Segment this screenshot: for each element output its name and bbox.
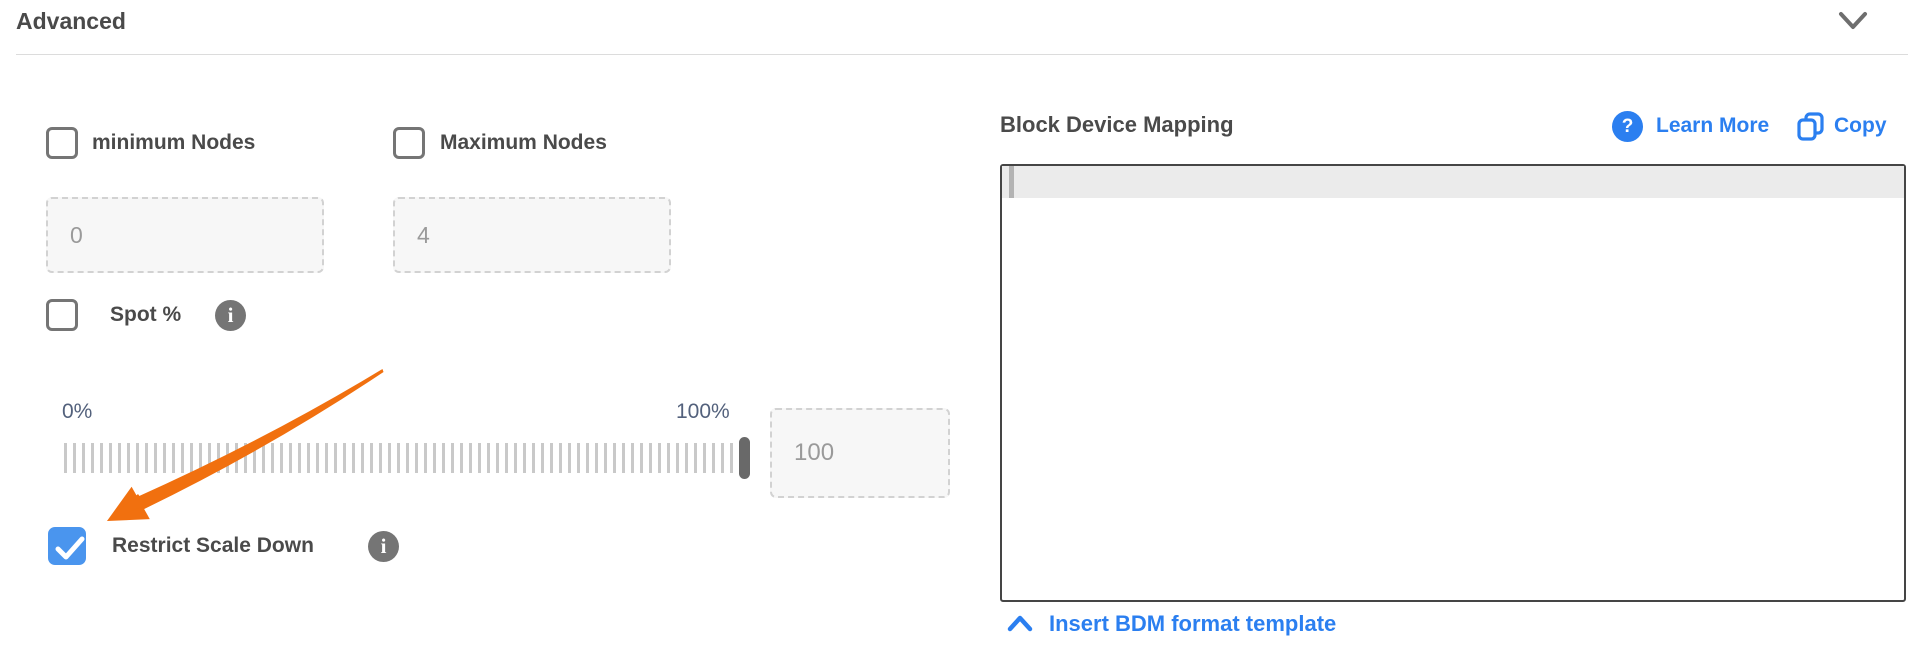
minimum-nodes-input[interactable] — [46, 197, 324, 273]
section-divider — [16, 54, 1908, 55]
spot-percent-label: Spot % — [110, 303, 182, 326]
spot-percent-info-icon[interactable]: i — [215, 300, 246, 331]
maximum-nodes-input[interactable] — [393, 197, 671, 273]
section-title-advanced: Advanced — [16, 8, 126, 34]
block-device-mapping-title: Block Device Mapping — [1000, 112, 1234, 137]
learn-more-link[interactable]: Learn More — [1656, 114, 1770, 137]
restrict-scale-down-info-icon[interactable]: i — [368, 531, 399, 562]
help-glyph: ? — [1621, 115, 1634, 137]
info-glyph: i — [227, 303, 234, 327]
editor-caret — [1009, 166, 1014, 198]
learn-more-help-icon[interactable]: ? — [1612, 111, 1643, 142]
insert-bdm-template-link[interactable]: Insert BDM format template — [1049, 611, 1337, 636]
restrict-scale-down-checkbox[interactable] — [48, 527, 86, 565]
block-device-mapping-editor[interactable] — [1000, 164, 1906, 602]
minimum-nodes-checkbox[interactable] — [46, 127, 78, 159]
minimum-nodes-label: minimum Nodes — [92, 131, 256, 154]
slider-max-label: 100% — [676, 400, 730, 423]
info-glyph: i — [380, 534, 387, 558]
copy-button[interactable]: Copy — [1834, 114, 1887, 137]
maximum-nodes-label: Maximum Nodes — [440, 131, 607, 154]
copy-icon[interactable] — [1797, 112, 1825, 142]
spot-percent-slider-track[interactable] — [64, 443, 742, 473]
restrict-scale-down-label: Restrict Scale Down — [112, 534, 314, 557]
slider-min-label: 0% — [62, 400, 93, 423]
spot-percent-input[interactable] — [770, 408, 950, 498]
checkmark-icon — [55, 536, 85, 560]
editor-active-line — [1002, 166, 1904, 198]
collapse-section-chevron-down-icon[interactable] — [1838, 10, 1868, 32]
spot-percent-checkbox[interactable] — [46, 299, 78, 331]
chevron-up-icon[interactable] — [1007, 615, 1033, 632]
maximum-nodes-checkbox[interactable] — [393, 127, 425, 159]
spot-percent-slider-handle[interactable] — [739, 437, 750, 479]
